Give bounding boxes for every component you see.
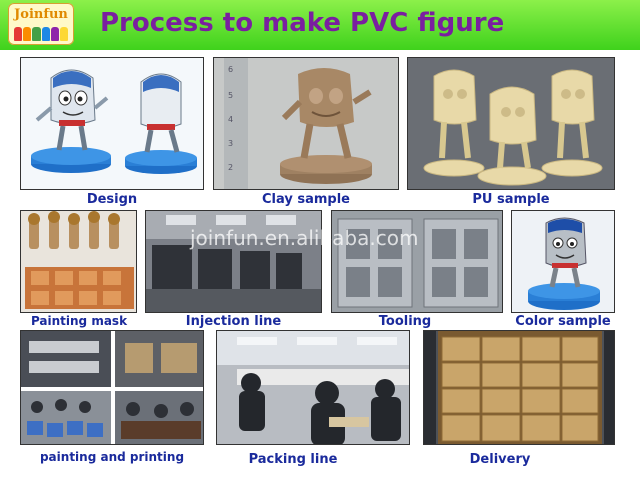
header-bar: Joinfun Process to make PVC figure [0, 0, 640, 50]
svg-text:4: 4 [228, 115, 233, 124]
packing-line-caption: Packing line [248, 452, 338, 467]
color-sample-caption: Color sample [515, 314, 611, 329]
logo-text: Joinfun [14, 7, 68, 22]
design-image [20, 57, 204, 190]
tooling-image [331, 210, 503, 313]
clay-sample-image: 6 5 4 3 2 [213, 57, 399, 190]
pu-sample-caption: PU sample [472, 192, 550, 207]
design-caption: Design [86, 192, 138, 207]
injection-line-caption: Injection line [185, 314, 282, 329]
page-title: Process to make PVC figure [100, 8, 505, 38]
svg-text:6: 6 [228, 65, 233, 74]
injection-line-image [145, 210, 322, 313]
color-sample-image [511, 210, 615, 313]
painting-and-printing-image [20, 330, 204, 445]
painting-mask-caption: Painting mask [30, 314, 128, 328]
logo-people-icon [14, 27, 69, 41]
brand-logo: Joinfun [8, 3, 74, 45]
packing-line-image [216, 330, 410, 445]
delivery-caption: Delivery [469, 452, 531, 467]
delivery-image [423, 330, 615, 445]
painting-mask-image [20, 210, 137, 313]
svg-text:5: 5 [228, 91, 233, 100]
svg-text:2: 2 [228, 163, 233, 172]
watermark: joinfun.en.alibaba.com [190, 226, 419, 250]
svg-text:3: 3 [228, 139, 233, 148]
pu-sample-image [407, 57, 615, 190]
painting-and-printing-caption: painting and printing [39, 450, 185, 464]
clay-sample-caption: Clay sample [261, 192, 350, 207]
tooling-caption: Tooling [378, 314, 432, 329]
